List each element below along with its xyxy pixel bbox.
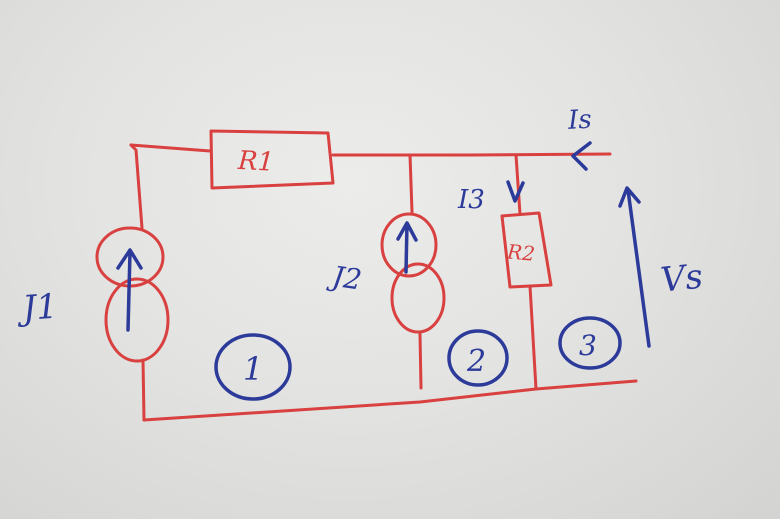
j2-label: J2	[325, 259, 363, 296]
j1-arrow-icon	[116, 248, 143, 332]
j1-label: J1	[15, 287, 59, 330]
annotations	[116, 141, 651, 401]
right-wire-bottom	[528, 284, 538, 391]
current-source-j1-lower-circle	[104, 277, 170, 363]
r2-label: R2	[505, 239, 536, 265]
node-2-circle	[447, 329, 509, 387]
current-source-j2-lower-circle	[390, 262, 446, 334]
node-2-label: 2	[466, 344, 486, 379]
top-wire-right	[331, 152, 612, 157]
middle-wire-top	[408, 153, 414, 214]
current-source-j2-upper-circle	[380, 212, 438, 278]
node-1-label: 1	[243, 350, 263, 388]
right-wire-top	[514, 153, 522, 216]
is-arrow-icon	[571, 141, 592, 171]
circuit-wires	[95, 129, 638, 422]
node-3-label: 3	[579, 329, 597, 362]
circuit-labels: R1 R2 J1 J2 I3 Is Vs 1 2 3	[15, 105, 705, 388]
is-label: Is	[566, 105, 592, 136]
resistor-r2	[500, 211, 553, 289]
j2-arrow-icon	[396, 221, 418, 274]
i3-arrow-icon	[506, 180, 525, 203]
left-wire-bottom	[141, 358, 146, 422]
vs-label: Vs	[659, 257, 705, 301]
left-wire-top	[129, 143, 144, 230]
node-3-circle	[558, 316, 622, 370]
middle-wire-bottom	[418, 332, 423, 390]
bottom-wire	[142, 379, 638, 422]
i3-label: I3	[457, 185, 485, 215]
node-1-circle	[214, 333, 292, 401]
resistor-r1	[209, 129, 335, 190]
top-wire-left	[129, 143, 212, 153]
vs-arrow-icon	[618, 186, 651, 348]
r1-label: R1	[236, 146, 275, 178]
